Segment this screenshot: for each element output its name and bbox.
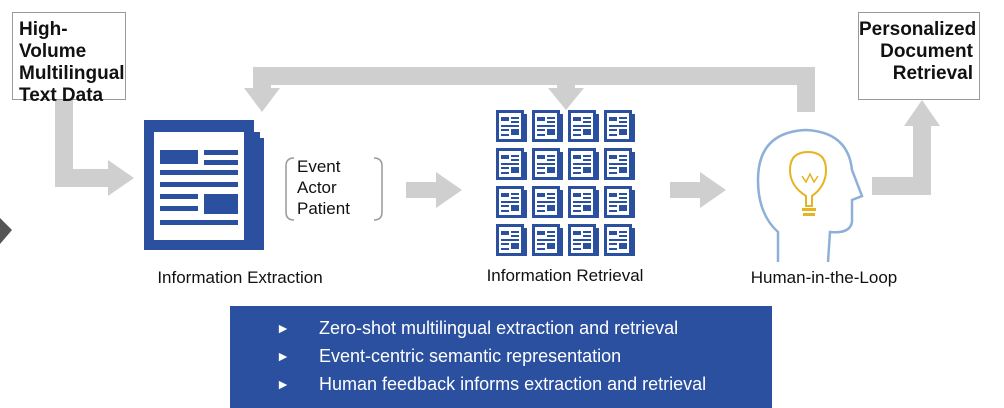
mini-document-icon — [568, 110, 599, 142]
output-box-line: Document — [880, 41, 973, 62]
bullet-text: Zero-shot multilingual extraction and re… — [319, 317, 679, 338]
output-box-line: Personalized — [859, 19, 977, 40]
left-chevron-icon — [0, 218, 12, 244]
mini-document-icon — [496, 186, 527, 218]
input-box-line: Multilingual — [19, 63, 125, 84]
arrow-extraction-to-retrieval — [406, 172, 462, 208]
bullet-item: ► Human feedback informs extraction and … — [230, 370, 772, 398]
mini-document-icon — [496, 224, 527, 256]
extraction-fields: Event Actor Patient — [297, 156, 350, 219]
bullet-item: ► Zero-shot multilingual extraction and … — [230, 314, 772, 342]
mini-document-icon — [568, 186, 599, 218]
bullet-arrow-icon: ► — [276, 320, 290, 336]
mini-document-icon — [496, 148, 527, 180]
output-box-line: Retrieval — [892, 63, 973, 84]
bullet-arrow-icon: ► — [276, 376, 290, 392]
mini-document-icon — [604, 110, 635, 142]
mini-document-icon — [532, 186, 563, 218]
human-head-icon — [756, 128, 864, 263]
input-box-line: Text Data — [19, 85, 104, 106]
document-grid — [496, 110, 635, 256]
mini-document-icon — [604, 224, 635, 256]
input-data-box: High-Volume Multilingual Text Data — [12, 12, 126, 106]
field-event: Event — [297, 157, 341, 176]
bullet-arrow-icon: ► — [276, 348, 290, 364]
bullet-item: ► Event-centric semantic representation — [230, 342, 772, 370]
mini-document-icon — [496, 110, 527, 142]
caption-human: Human-in-the-Loop — [750, 268, 898, 287]
mini-document-icon — [604, 148, 635, 180]
mini-document-icon — [604, 186, 635, 218]
mini-document-icon — [532, 224, 563, 256]
caption-extraction: Information Extraction — [157, 268, 323, 287]
caption-retrieval: Information Retrieval — [486, 266, 644, 285]
mini-document-icon — [532, 110, 563, 142]
arrow-retrieval-to-human — [670, 172, 726, 208]
bullet-text: Human feedback informs extraction and re… — [319, 373, 707, 394]
field-patient: Patient — [297, 199, 350, 218]
output-retrieval-box: Personalized Document Retrieval — [858, 12, 980, 100]
bullet-text: Event-centric semantic representation — [319, 345, 622, 366]
feedback-loop-arrow — [244, 67, 815, 112]
mini-document-icon — [532, 148, 563, 180]
input-arrow — [55, 98, 134, 196]
newspaper-icon — [144, 120, 264, 250]
output-arrow — [872, 100, 940, 195]
mini-document-icon — [568, 148, 599, 180]
lightbulb-icon — [788, 150, 828, 216]
input-box-line: High-Volume — [19, 19, 87, 62]
field-actor: Actor — [297, 178, 337, 197]
bullet-panel: ► Zero-shot multilingual extraction and … — [230, 306, 772, 408]
fields-bracket — [285, 157, 383, 221]
mini-document-icon — [568, 224, 599, 256]
